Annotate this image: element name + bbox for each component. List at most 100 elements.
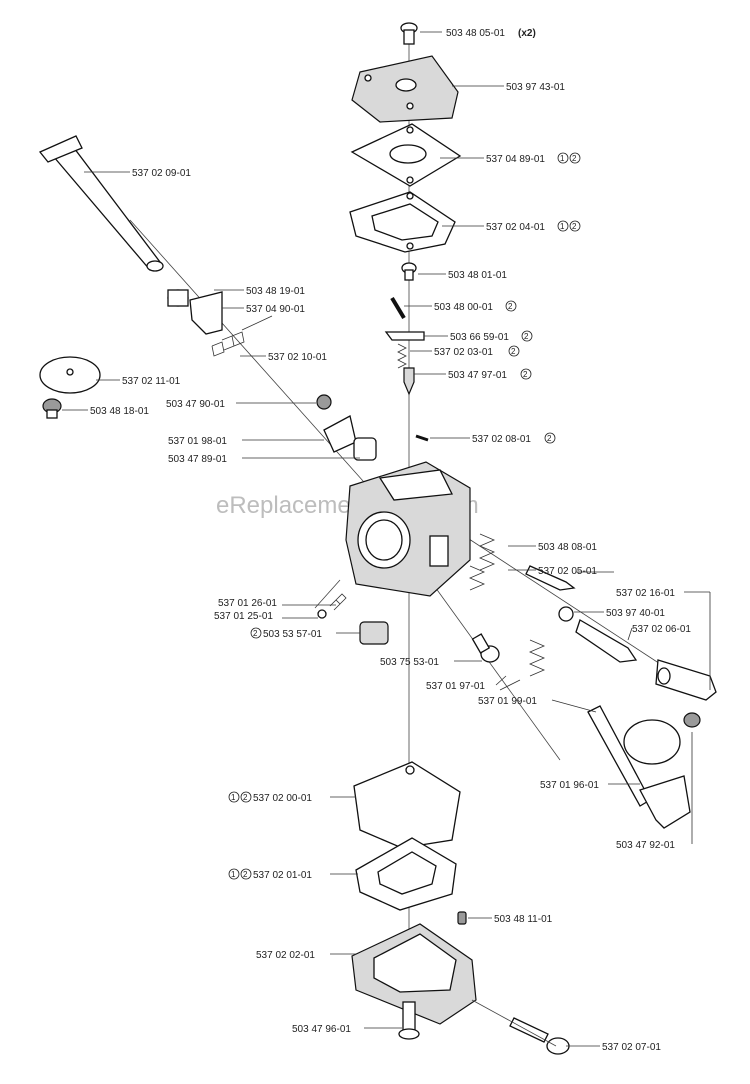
label-537-02-06-01: 537 02 06-01 [632, 624, 691, 635]
kit-marker-1: 1 [228, 791, 240, 803]
label-537-02-03-01: 537 02 03-01 [434, 347, 493, 358]
label-537-02-09-01: 537 02 09-01 [132, 168, 191, 179]
svg-text:1: 1 [560, 222, 565, 231]
metering-gasket [355, 837, 457, 911]
label-503-48-18-01: 503 48 18-01 [90, 406, 149, 417]
throttle-screw [471, 633, 500, 663]
label-537-01-97-01: 537 01 97-01 [426, 681, 485, 692]
inlet-lever [384, 331, 425, 341]
label-qty-x2: (x2) [518, 28, 536, 39]
plug [415, 434, 429, 442]
throttle-shaft [587, 705, 691, 829]
throttle-axis [429, 579, 561, 761]
small-pin [457, 911, 467, 925]
fitting-axis [314, 579, 341, 609]
throttle-spring [499, 639, 546, 691]
label-537-02-16-01: 537 02 16-01 [616, 588, 675, 599]
label-503-47-97-01: 503 47 97-01 [448, 370, 507, 381]
lever-spring [397, 343, 407, 369]
choke-screw [42, 398, 62, 419]
inlet-needle [403, 367, 415, 396]
label-537-02-04-01: 537 02 04-01 [486, 222, 545, 233]
label-537-02-08-01: 537 02 08-01 [472, 434, 531, 445]
kit-marker-1: 1 [228, 868, 240, 880]
label-503-48-11-01: 503 48 11-01 [494, 914, 553, 925]
label-503-48-01-01: 503 48 01-01 [448, 270, 507, 281]
metering-diaphragm [353, 761, 461, 849]
adjuster-screw-low [575, 619, 638, 663]
kit-marker-2: 2 [505, 300, 517, 312]
label-537-01-99-01: 537 01 99-01 [478, 696, 537, 707]
metering-cover [351, 923, 477, 1025]
kit-marker-2: 2 [240, 791, 252, 803]
label-503-75-53-01: 503 75 53-01 [380, 657, 439, 668]
adjuster-screw-high [525, 565, 576, 591]
svg-text:2: 2 [511, 347, 516, 356]
kit-marker-2: 2 [508, 345, 520, 357]
label-503-97-40-01: 503 97 40-01 [606, 608, 665, 619]
carburetor-body [345, 461, 471, 597]
label-537-02-11-01: 537 02 11-01 [122, 376, 181, 387]
svg-text:1: 1 [231, 870, 236, 879]
label-503-47-89-01: 503 47 89-01 [168, 454, 227, 465]
throttle-plate [623, 719, 681, 765]
label-537-02-00-01: 537 02 00-01 [253, 793, 312, 804]
fitting-spring [329, 593, 347, 611]
svg-text:2: 2 [253, 629, 258, 638]
filter-screen [359, 621, 389, 645]
detent-ball [316, 394, 332, 410]
choke-axis [129, 219, 381, 501]
label-503-53-57-01: 503 53 57-01 [263, 629, 322, 640]
svg-text:2: 2 [524, 332, 529, 341]
label-537-02-01-01: 537 02 01-01 [253, 870, 312, 881]
choke-lever [189, 291, 223, 335]
kit-marker-2: 2 [240, 868, 252, 880]
choke-spring [211, 315, 273, 357]
label-537-04-89-01: 537 04 89-01 [486, 154, 545, 165]
lever-pin [390, 296, 406, 320]
label-503-47-90-01: 503 47 90-01 [166, 399, 225, 410]
choke-shaft [38, 135, 164, 272]
label-503-48-05-01: 503 48 05-01 [446, 28, 505, 39]
label-503-66-59-01: 503 66 59-01 [450, 332, 509, 343]
label-503-47-96-01: 503 47 96-01 [292, 1024, 351, 1035]
screw-top [400, 22, 418, 45]
adjuster-axis [439, 519, 701, 691]
label-503-48-19-01: 503 48 19-01 [246, 286, 305, 297]
kit-marker-2: 2 [521, 330, 533, 342]
adjust-spring-1 [478, 533, 496, 571]
cover-screw [398, 1001, 420, 1040]
kit-marker-2: 2 [520, 368, 532, 380]
label-537-01-26-01: 537 01 26-01 [218, 598, 277, 609]
kit-marker-2: 2 [544, 432, 556, 444]
svg-text:2: 2 [572, 154, 577, 163]
screw-needle-lever [401, 262, 417, 281]
pump-cover [351, 55, 459, 123]
kit-marker-2: 2 [569, 152, 581, 164]
svg-text:1: 1 [560, 154, 565, 163]
angled-axis [471, 999, 557, 1047]
label-537-01-98-01: 537 01 98-01 [168, 436, 227, 447]
label-537-04-90-01: 537 04 90-01 [246, 304, 305, 315]
label-537-02-10-01: 537 02 10-01 [268, 352, 327, 363]
choke-plate [39, 356, 101, 394]
throttle-plate-screw [683, 712, 701, 728]
label-537-02-02-01: 537 02 02-01 [256, 950, 315, 961]
label-537-02-07-01: 537 02 07-01 [602, 1042, 661, 1053]
label-503-48-00-01: 503 48 00-01 [434, 302, 493, 313]
kit-marker-1: 1 [557, 152, 569, 164]
svg-text:1: 1 [231, 793, 236, 802]
svg-text:2: 2 [243, 793, 248, 802]
fitting-ball [317, 609, 327, 619]
label-537-01-96-01: 537 01 96-01 [540, 780, 599, 791]
adjust-spring-2 [468, 565, 486, 591]
pump-diaphragm [350, 123, 462, 187]
pump-gasket [349, 191, 456, 253]
svg-text:2: 2 [243, 870, 248, 879]
angled-screw [509, 1017, 570, 1055]
svg-text:2: 2 [523, 370, 528, 379]
detent-lever [323, 415, 357, 453]
label-537-02-05-01: 537 02 05-01 [538, 566, 597, 577]
bushing [167, 289, 189, 307]
